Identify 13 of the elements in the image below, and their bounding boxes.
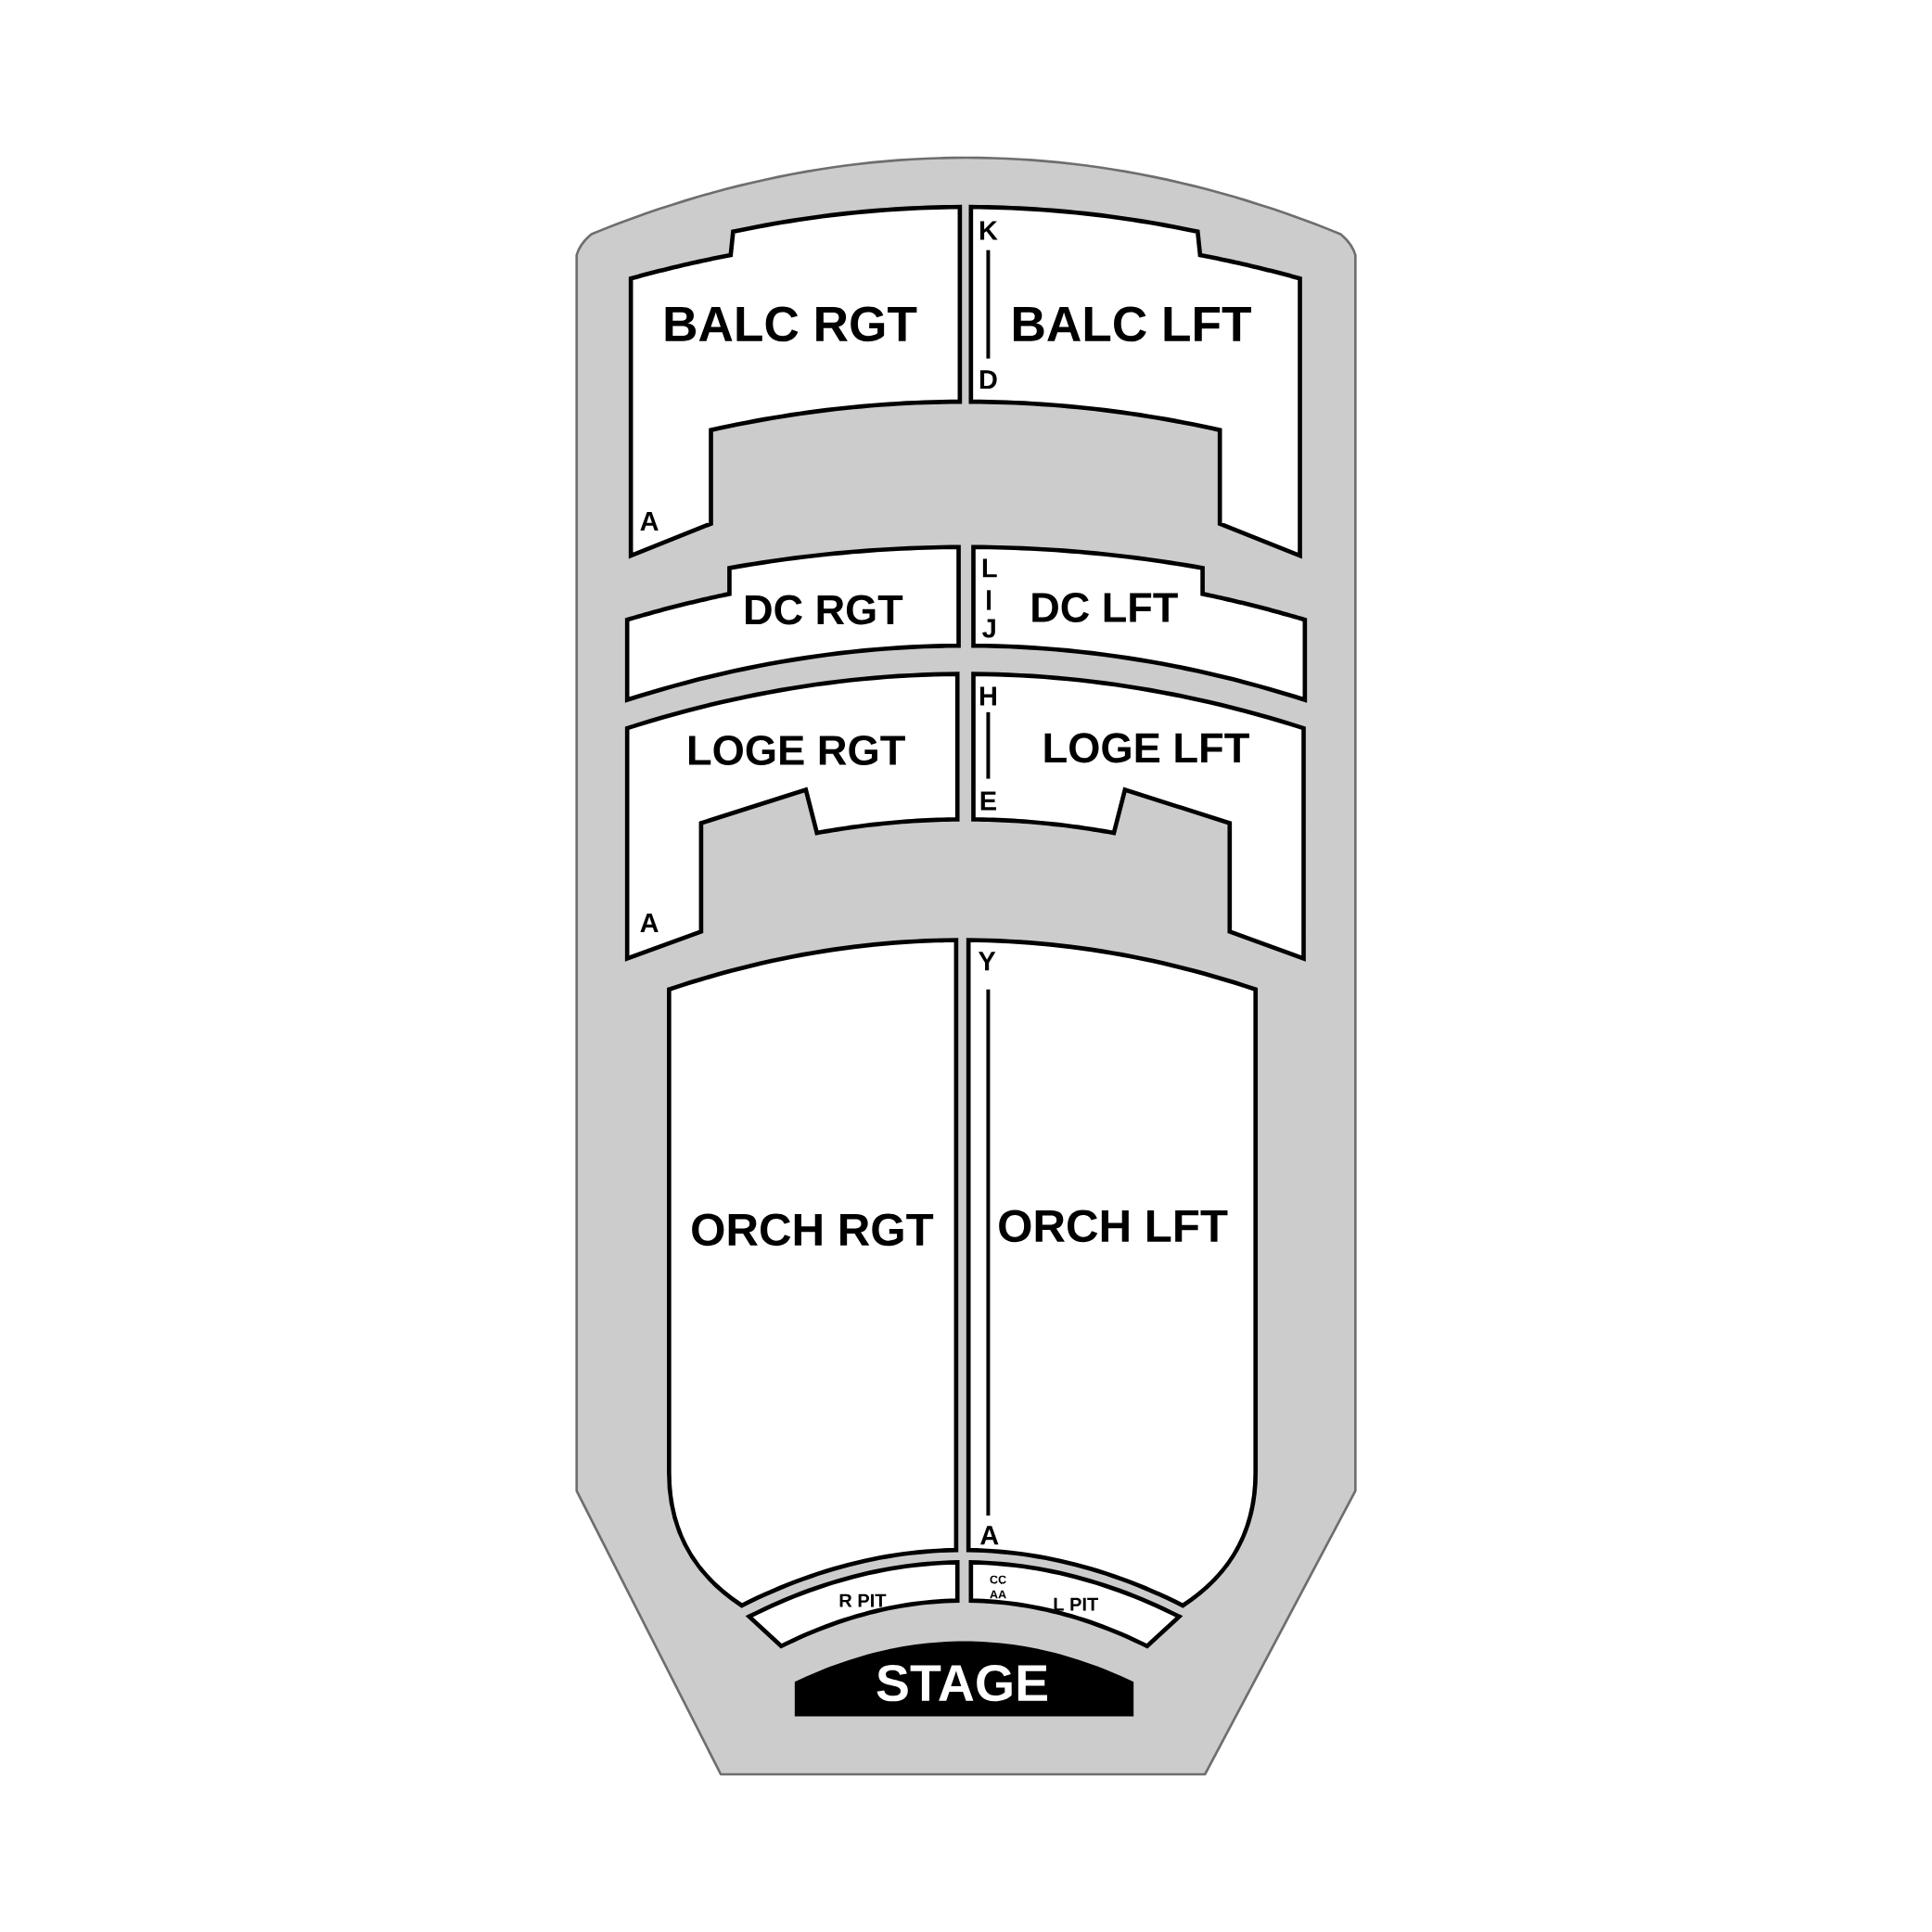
row-letter: A xyxy=(980,1526,999,1545)
row-letter: Y xyxy=(978,952,996,971)
row-letter: A xyxy=(640,512,659,531)
stage: STAGE xyxy=(794,1641,1134,1717)
row-letter: H xyxy=(979,686,996,706)
row-letter: J xyxy=(982,619,995,638)
row-letter: D xyxy=(979,370,997,390)
row-letter: CC xyxy=(990,1575,1006,1584)
row-letter: A xyxy=(640,914,659,932)
row-letter: AA xyxy=(990,1590,1006,1599)
row-letter: E xyxy=(980,791,996,811)
row-letter: L xyxy=(982,558,997,578)
row-letter: K xyxy=(979,221,998,240)
